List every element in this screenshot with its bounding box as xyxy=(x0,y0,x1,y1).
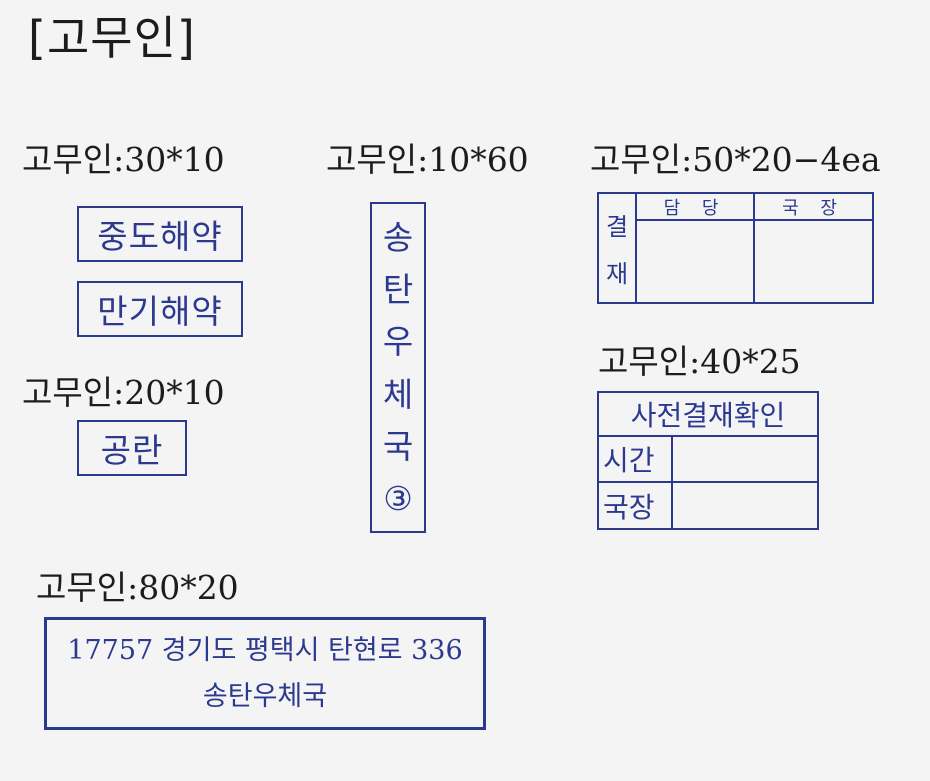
post-office-name: 송탄우체국 xyxy=(202,680,328,712)
caption-30x10: 고무인:30*10 xyxy=(22,140,225,179)
pre-approval-time-cell xyxy=(673,437,817,483)
pre-approval-director-label: 국장 xyxy=(599,483,673,528)
side-char: 재 xyxy=(605,260,629,289)
vertical-char: 탄 xyxy=(382,270,414,310)
pre-approval-director-cell xyxy=(673,483,817,528)
approval-cell-manager xyxy=(637,221,755,302)
stamp-blank: 공란 xyxy=(77,420,187,476)
caption-10x60: 고무인:10*60 xyxy=(326,140,529,179)
approval-table: 결 재 담 당 국 장 xyxy=(597,192,874,304)
stamp-early-termination: 중도해약 xyxy=(77,206,243,262)
caption-40x25: 고무인:40*25 xyxy=(598,342,801,381)
caption-80x20: 고무인:80*20 xyxy=(36,568,239,607)
approval-cell-director xyxy=(755,221,872,302)
vertical-char: 우 xyxy=(382,322,414,362)
vertical-char: ③ xyxy=(383,478,413,518)
side-char: 결 xyxy=(605,212,629,241)
page-title: [고무인] xyxy=(28,11,196,65)
address-stamp: 17757 경기도 평택시 탄현로 336 송탄우체국 xyxy=(44,617,486,730)
approval-header-manager: 담 당 xyxy=(637,194,755,221)
vertical-char: 국 xyxy=(382,426,414,466)
approval-header-director: 국 장 xyxy=(755,194,872,221)
vertical-char: 체 xyxy=(382,374,414,414)
caption-50x20: 고무인:50*20−4ea xyxy=(590,140,881,179)
pre-approval-table: 사전결재확인 시간 국장 xyxy=(597,391,819,530)
pre-approval-header: 사전결재확인 xyxy=(599,393,817,437)
stamp-vertical-post-office: 송 탄 우 체 국 ③ xyxy=(370,202,426,533)
pre-approval-time-label: 시간 xyxy=(599,437,673,483)
vertical-char: 송 xyxy=(382,218,414,257)
address-line: 17757 경기도 평택시 탄현로 336 xyxy=(67,634,463,666)
caption-20x10: 고무인:20*10 xyxy=(22,373,225,412)
approval-side-label: 결 재 xyxy=(599,194,637,302)
stamp-maturity-termination: 만기해약 xyxy=(77,281,243,337)
